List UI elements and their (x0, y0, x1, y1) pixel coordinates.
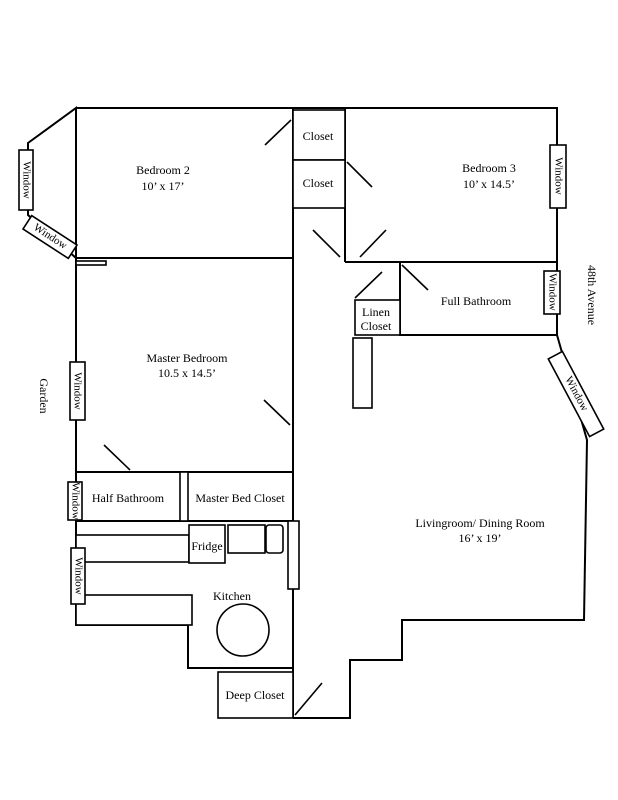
kitchen-counter-bottom (75, 594, 193, 626)
dining-table-circle (216, 603, 270, 657)
door-hall-left (312, 229, 341, 258)
fridge-label: Fridge (191, 539, 222, 553)
closet-top-label: Closet (303, 129, 334, 143)
kitchen-cabinet (287, 520, 300, 590)
window-kitchen: Window (70, 547, 86, 605)
bedroom2-name: Bedroom 2 (136, 163, 190, 177)
svg-text:Window: Window (69, 482, 81, 519)
linen-closet-label-2: Closet (361, 319, 392, 333)
deep-closet-label: Deep Closet (226, 688, 286, 702)
sink (265, 524, 284, 554)
door-bedroom3 (359, 229, 387, 258)
full-bathroom-label: Full Bathroom (441, 294, 512, 308)
door-bathroom (401, 264, 429, 291)
door-bedroom2 (264, 119, 292, 146)
svg-text:Window: Window (552, 157, 564, 194)
door-sill (75, 260, 107, 266)
closet-bottom-label: Closet (303, 176, 334, 190)
living-dining-size: 16’ x 19’ (458, 531, 501, 545)
half-bathroom-label: Half Bathroom (92, 491, 165, 505)
master-bed-closet-label: Master Bed Closet (195, 491, 285, 505)
door-master-right (263, 399, 291, 426)
linen-closet (354, 299, 401, 336)
exterior-wall-right (293, 260, 589, 719)
window-living: Window (547, 350, 605, 438)
door-master-bottom (103, 444, 131, 471)
garden-label: Garden (37, 378, 51, 413)
door-closet-bottom (346, 161, 373, 188)
kitchen-label: Kitchen (213, 589, 251, 603)
master-bedroom-name: Master Bedroom (147, 351, 229, 365)
kitchen-counter-top (75, 534, 190, 563)
master-bedroom-size: 10.5 x 14.5’ (158, 366, 216, 380)
door-entry (294, 682, 323, 716)
bedroom3-size: 10’ x 14.5’ (463, 177, 515, 191)
closet-top (292, 109, 346, 161)
street-label: 48th Avenue (585, 265, 599, 325)
svg-text:Window: Window (20, 161, 32, 198)
deep-closet (217, 671, 294, 719)
closet-bottom (292, 159, 346, 209)
svg-text:Window: Window (71, 372, 83, 409)
window-bedroom2-angled: Window (21, 214, 79, 260)
window-bedroom3: Window (549, 144, 567, 209)
fridge (188, 524, 226, 564)
linen-closet-label-1: Linen (362, 305, 390, 319)
bedroom2-size: 10’ x 17’ (141, 179, 184, 193)
window-full-bathroom: Window (543, 270, 561, 315)
living-dining-name: Livingroom/ Dining Room (415, 516, 545, 530)
stove (227, 524, 266, 554)
linen-shelf (352, 337, 373, 409)
svg-text:Window: Window (72, 557, 84, 594)
half-bath-partition (179, 471, 189, 522)
bedroom3-name: Bedroom 3 (462, 161, 516, 175)
door-linen (354, 271, 383, 299)
window-half-bath: Window (67, 481, 83, 521)
svg-text:Window: Window (546, 273, 558, 310)
exterior-wall-top (76, 107, 558, 260)
window-bedroom2-left: Window (18, 149, 34, 211)
window-master: Window (69, 361, 86, 421)
